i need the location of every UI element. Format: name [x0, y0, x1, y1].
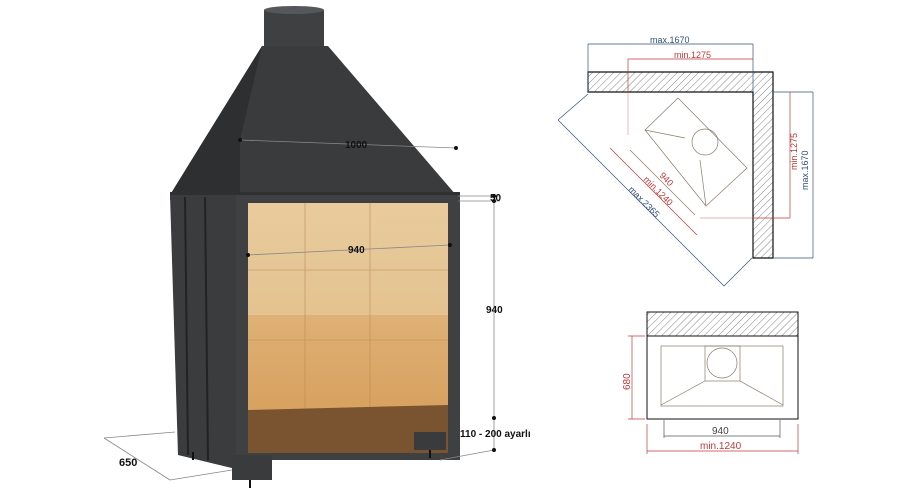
label-plan-width: 940	[712, 426, 729, 437]
front-plan-view: 680 940 min.1240	[622, 311, 799, 454]
fireplace-outline-rotated	[644, 97, 748, 207]
label-depth: 650	[119, 457, 137, 469]
fireplace-3d-view	[170, 6, 460, 488]
leg-front	[232, 455, 272, 480]
label-top-offset: 50	[490, 193, 502, 204]
firebox-floor	[248, 405, 448, 453]
label-min-top: min.1275	[674, 50, 711, 60]
glass-panel	[248, 203, 448, 315]
dimension-lines-3d	[103, 139, 500, 481]
label-max-top: max.1670	[650, 35, 690, 45]
label-leg-height: 110 - 200 ayarlı	[460, 429, 531, 440]
label-min-right: min.1275	[789, 133, 799, 170]
leg-back	[414, 432, 446, 450]
corner-plan-view: max.1670 min.1275 min.1275 max.1670 940 …	[557, 35, 814, 287]
label-max-right: max.1670	[800, 150, 810, 190]
label-opening-width: 940	[348, 245, 365, 256]
label-plan-min-width: min.1240	[700, 441, 742, 452]
label-plan-depth: 680	[622, 373, 633, 390]
label-width-top: 1000	[345, 140, 368, 151]
flue-pipe	[264, 10, 324, 48]
label-opening-height: 940	[486, 305, 503, 316]
